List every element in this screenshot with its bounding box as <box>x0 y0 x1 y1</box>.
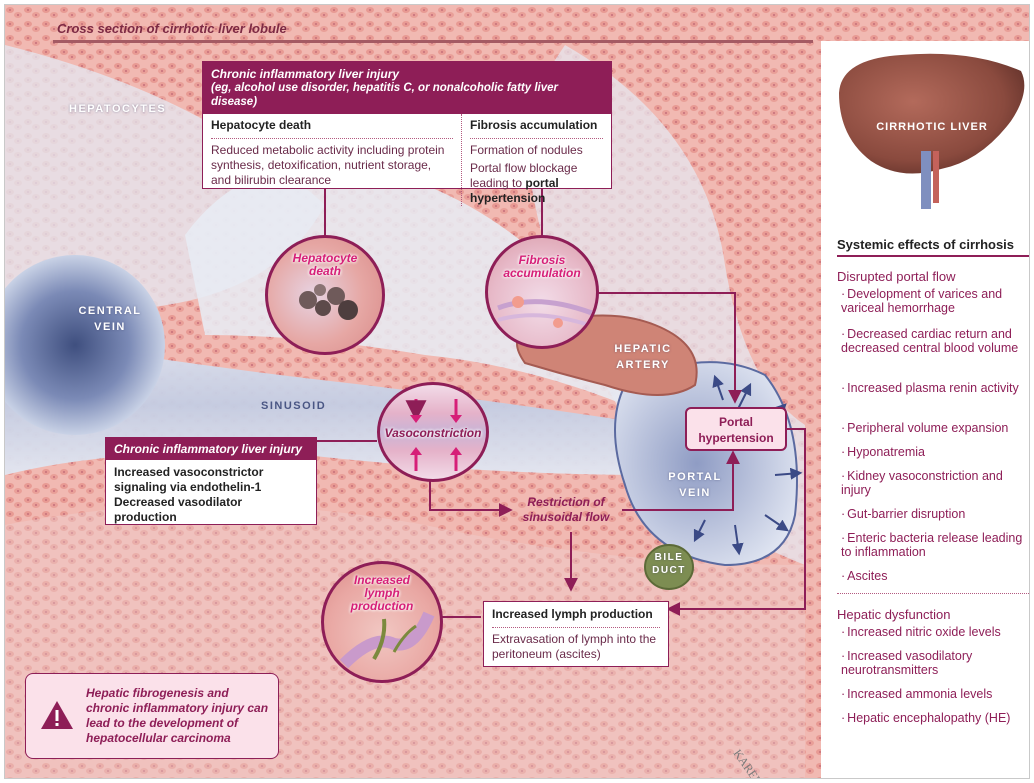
list-item: ·Increased vasodilatory neurotransmitter… <box>841 649 1030 677</box>
fibrosis-label: Fibrosis accumulation <box>488 254 596 280</box>
cirrhotic-liver-label: CIRRHOTIC LIVER <box>857 121 1007 133</box>
injury-card-title: Chronic inflammatory liver injury <box>211 67 603 81</box>
label-hepatic-artery: HEPATIC ARTERY <box>603 341 683 373</box>
vascular-injury-card: Chronic inflammatory liver injury Increa… <box>105 437 317 525</box>
lymph-label: Increased lymph production <box>324 574 440 613</box>
label-central-vein: CENTRAL VEIN <box>65 303 155 335</box>
systemic-effects-rule <box>837 255 1030 257</box>
list-item: ·Increased nitric oxide levels <box>841 625 1030 639</box>
restriction-label: Restriction of sinusoidal flow <box>511 495 621 525</box>
injury-card-subtitle: (eg, alcohol use disorder, hepatitis C, … <box>211 81 603 109</box>
hepatocyte-death-label: Hepatocyte death <box>268 252 382 278</box>
hepatocyte-death-heading: Hepatocyte death <box>203 114 461 134</box>
divider <box>211 138 453 139</box>
list-item: ·Kidney vasoconstriction and injury <box>841 469 1030 497</box>
portal-hypertension-box: Portal hypertension <box>685 407 787 451</box>
fibrosis-nodules: Formation of nodules <box>462 143 611 158</box>
list-item: ·Enteric bacteria release leading to inf… <box>841 531 1030 559</box>
list-item: ·Hyponatremia <box>841 445 1030 459</box>
hepatocyte-death-body: Reduced metabolic activity including pro… <box>203 143 461 188</box>
figure-frame: KAREN Cross section of cirrhotic liver l… <box>4 4 1030 779</box>
list-item: ·Development of varices and variceal hem… <box>841 287 1030 315</box>
injury-card-header: Chronic inflammatory liver injury (eg, a… <box>203 62 611 114</box>
list-item: ·Increased plasma renin activity <box>841 381 1030 395</box>
list-item: ·Ascites <box>841 569 1030 583</box>
list-item: ·Increased ammonia levels <box>841 687 1030 701</box>
list-item: ·Gut-barrier disruption <box>841 507 1030 521</box>
injury-card: Chronic inflammatory liver injury (eg, a… <box>202 61 612 189</box>
fibrosis-heading: Fibrosis accumulation <box>462 114 611 134</box>
hepatocyte-death-circle: Hepatocyte death <box>265 235 385 355</box>
lymph-card-body: Extravasation of lymph into the peritone… <box>484 632 668 662</box>
vascular-injury-title: Chronic inflammatory liver injury <box>106 438 316 460</box>
hepatocyte-death-column: Hepatocyte death Reduced metabolic activ… <box>203 114 462 206</box>
list-item: ·Peripheral volume expansion <box>841 421 1030 435</box>
fibrosis-portal-text: Portal flow blockage leading to <box>470 161 577 190</box>
lymph-card: Increased lymph production Extravasation… <box>483 601 669 667</box>
portal-flow-heading: Disrupted portal flow <box>837 269 956 284</box>
label-portal-vein: PORTAL VEIN <box>655 469 735 501</box>
label-hepatocytes: HEPATOCYTES <box>69 101 166 117</box>
divider <box>492 627 660 628</box>
vascular-line-2: signaling via endothelin-1 <box>114 480 308 495</box>
label-sinusoid: SINUSOID <box>261 398 326 414</box>
carcinoma-warning: Hepatic fibrogenesis and chronic inflamm… <box>25 673 279 759</box>
divider <box>837 593 1030 594</box>
list-item: ·Decreased cardiac return and decreased … <box>841 327 1030 355</box>
portal-hypertension-label: Portal hypertension <box>687 414 785 446</box>
lymph-circle: Increased lymph production <box>321 561 443 683</box>
fibrosis-column: Fibrosis accumulation Formation of nodul… <box>462 114 611 206</box>
vascular-line-1: Increased vasoconstrictor <box>114 465 308 480</box>
vascular-line-3: Decreased vasodilator production <box>114 495 308 525</box>
label-bile-duct: BILE DUCT <box>643 551 695 577</box>
warning-text: Hepatic fibrogenesis and chronic inflamm… <box>86 686 271 746</box>
systemic-effects-title: Systemic effects of cirrhosis <box>837 237 1014 252</box>
vasoconstriction-label: Vasoconstriction <box>380 427 486 440</box>
systemic-effects-panel: CIRRHOTIC LIVER Systemic effects of cirr… <box>821 41 1030 779</box>
divider <box>470 138 603 139</box>
list-item: ·Hepatic encephalopathy (HE) <box>841 711 1030 725</box>
fibrosis-circle: Fibrosis accumulation <box>485 235 599 349</box>
vasoconstriction-circle: Vasoconstriction <box>377 382 489 482</box>
warning-icon <box>40 700 74 730</box>
title-rule <box>53 40 813 43</box>
lymph-card-heading: Increased lymph production <box>484 602 668 623</box>
figure-title: Cross section of cirrhotic liver lobule <box>57 21 287 36</box>
hepatic-dysfunction-heading: Hepatic dysfunction <box>837 607 950 622</box>
